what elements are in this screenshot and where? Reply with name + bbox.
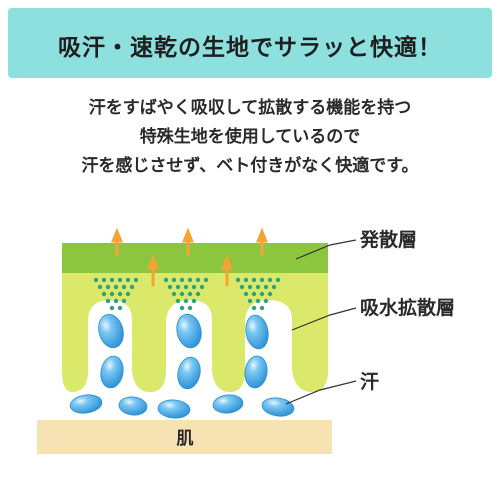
sweat-drops: [69, 313, 295, 419]
description-line-2: 特殊生地を使用しているので: [139, 127, 361, 147]
absorb-layer-label: 吸水拡散層: [360, 296, 455, 319]
sweat-drop: [244, 355, 268, 389]
dot-clusters: [93, 277, 281, 311]
evaporation-arrows: [111, 227, 268, 287]
sweat-drop: [245, 314, 269, 350]
title-banner: 吸汗・速乾の生地でサラッと快適！: [8, 8, 492, 78]
sweat-drop: [98, 313, 124, 349]
description-block: 汗をすばやく吸収して拡散する機能を持つ 特殊生地を使用しているので 汗を感じさせ…: [0, 94, 500, 181]
dot-cluster-2: [163, 277, 209, 311]
sweat-drop: [212, 394, 244, 414]
sweat-drop: [176, 313, 202, 349]
sweat-drop: [100, 355, 124, 389]
banner-title: 吸汗・速乾の生地でサラッと快適！: [58, 35, 442, 61]
dot-cluster-1: [93, 277, 139, 311]
sweat-drop: [157, 399, 191, 419]
sweat-label: 汗: [360, 371, 379, 393]
dot-cluster-3: [235, 277, 281, 311]
absorb-layer: [62, 272, 328, 392]
leader-lines: [285, 239, 357, 405]
diffusion-layer-label: 発散層: [359, 228, 417, 251]
skin-label: 肌: [177, 429, 194, 449]
sweat-drop: [118, 396, 148, 416]
sweat-drop: [261, 397, 295, 417]
sweat-drop: [69, 394, 103, 414]
sweat-drop: [177, 356, 201, 390]
description-line-1: 汗をすばやく吸収して拡散する機能を持つ: [88, 98, 412, 118]
description-line-3: 汗を感じさせず、ベト付きがなく快適です。: [81, 156, 419, 176]
diffusion-layer: [62, 243, 328, 273]
skin-layer: [37, 420, 332, 454]
